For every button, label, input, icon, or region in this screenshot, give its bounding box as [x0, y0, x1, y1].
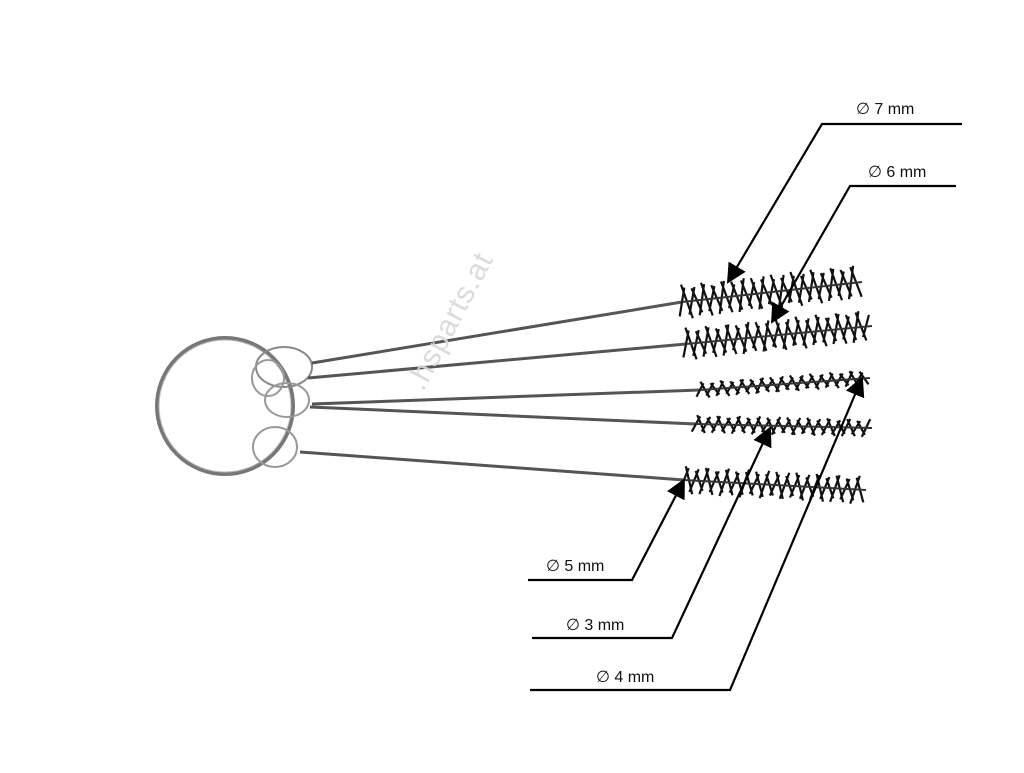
brush-wire — [299, 450, 685, 482]
callout-5mm — [528, 478, 685, 582]
label-6mm: ∅ 6 mm — [868, 164, 927, 181]
brush-wire — [311, 388, 701, 406]
callout-4mm — [530, 376, 865, 692]
key-ring — [155, 336, 313, 476]
label-4mm: ∅ 4 mm — [596, 669, 655, 686]
callout-7mm — [726, 122, 962, 284]
brush-3mm — [309, 405, 873, 438]
brush-4mm — [311, 370, 871, 406]
brush-wire — [307, 342, 687, 380]
brush-wire — [309, 405, 697, 426]
brush-6mm — [307, 311, 873, 380]
brush-wire — [311, 300, 683, 365]
label-7mm: ∅ 7 mm — [856, 101, 915, 118]
brush-5mm — [299, 450, 867, 504]
label-3mm: ∅ 3 mm — [566, 617, 625, 634]
callout-3mm — [532, 426, 772, 640]
callout-6mm — [771, 184, 956, 324]
brush-7mm — [311, 265, 863, 365]
label-5mm: ∅ 5 mm — [546, 558, 605, 575]
